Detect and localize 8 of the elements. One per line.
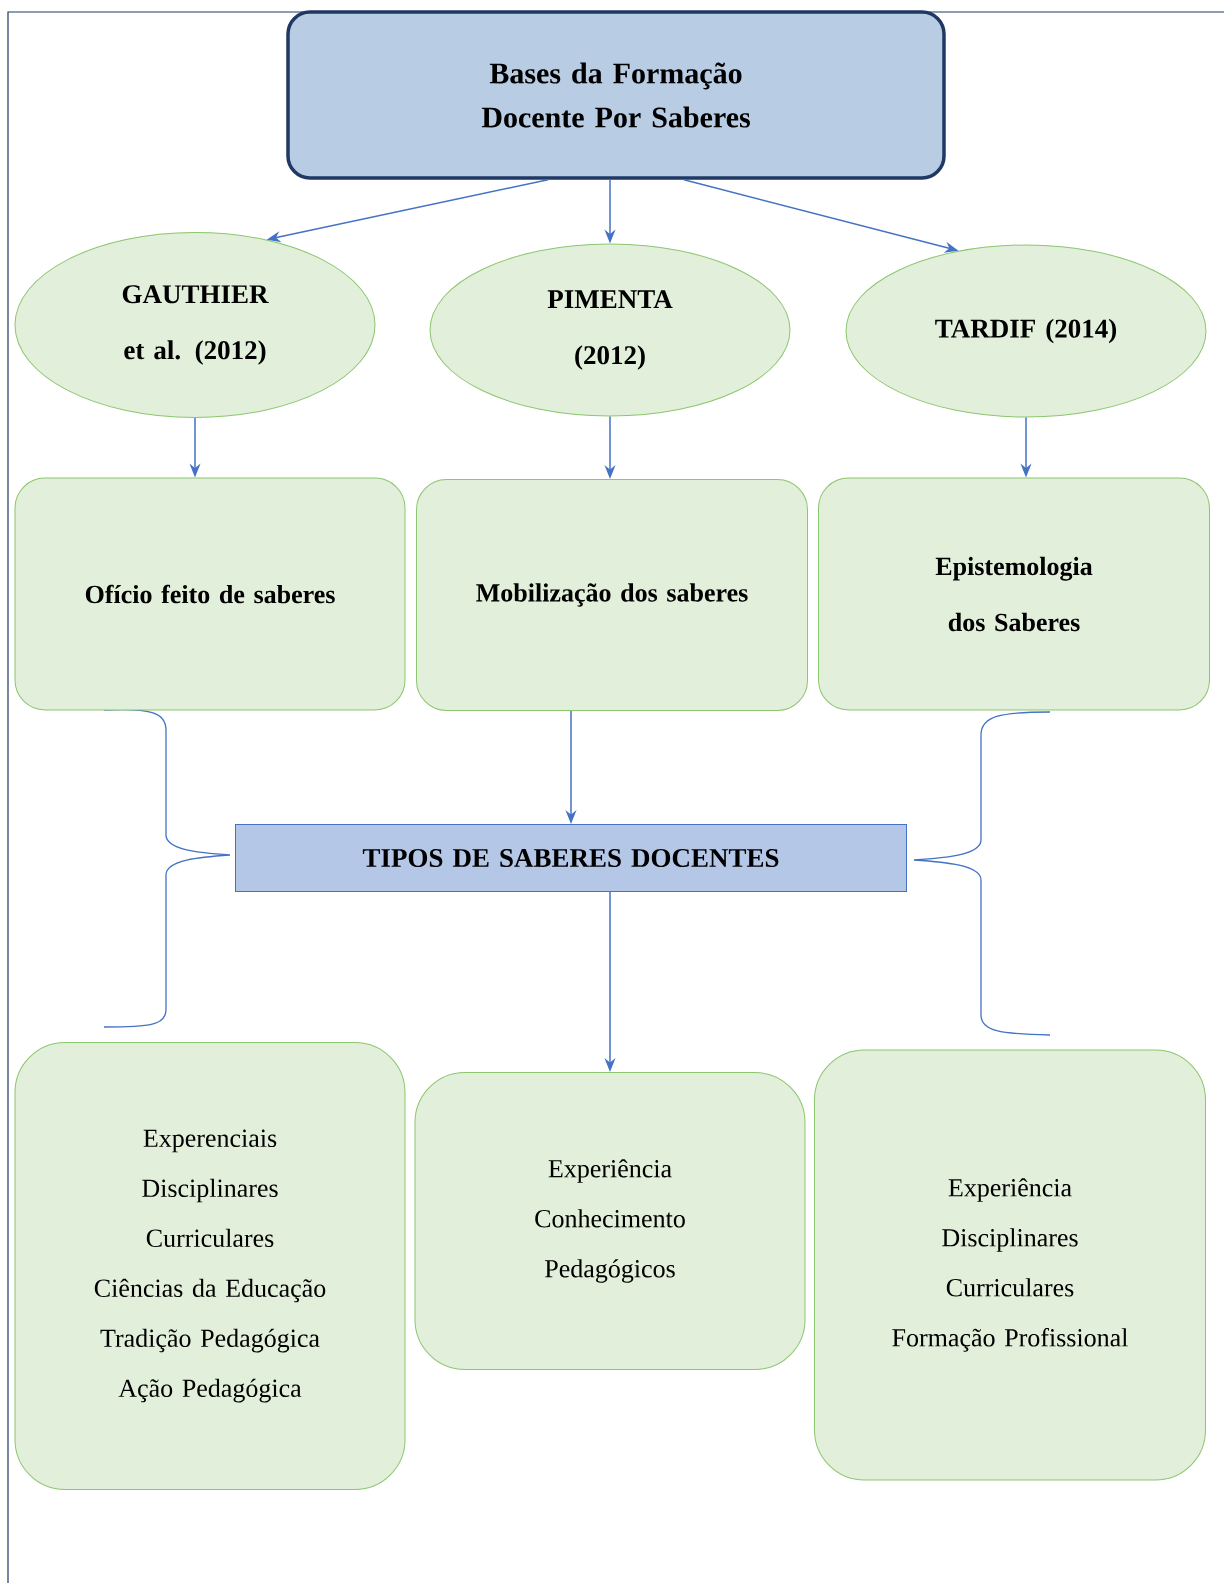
heading-band: TIPOS DE SABERES DOCENTES	[235, 824, 907, 892]
list-box: Experenciais Disciplinares Curriculares Ciências da Educação Tradição Pedagógica Ação Pedagógica	[14, 1042, 406, 1490]
title-box: Bases da Formação Docente Por Saberes	[286, 10, 946, 180]
concept-box: Ofício feito de saberes	[14, 477, 406, 711]
list-box: Experiência Conhecimento Pedagógicos	[414, 1072, 806, 1370]
list-box: Experiência Disciplinares Curriculares Formação Profissional	[814, 1049, 1206, 1481]
concept-box: Epistemologia dos Saberes	[818, 477, 1210, 711]
concept-box: Mobilização dos saberes	[416, 479, 808, 711]
